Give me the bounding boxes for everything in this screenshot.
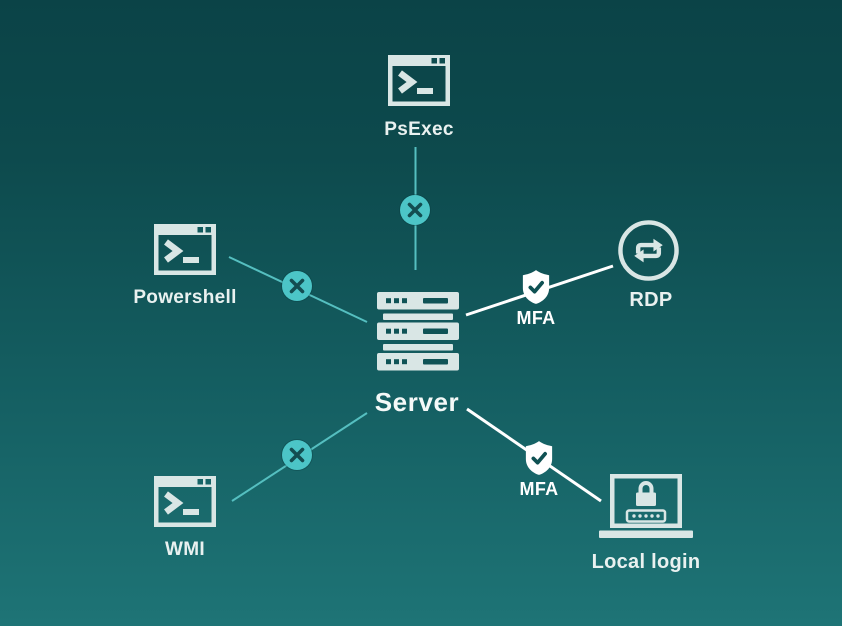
node-server [377, 292, 459, 376]
node-local-login-label: Local login [591, 551, 701, 573]
node-server-label: Server [374, 387, 460, 417]
node-psexec [388, 55, 450, 111]
node-wmi-label: WMI [165, 539, 205, 560]
terminal-window-icon [388, 55, 450, 106]
mfa-badge-rdp-label: MFA [516, 308, 556, 328]
shield-check-icon [525, 441, 553, 475]
node-powershell-label: Powershell [133, 287, 237, 308]
blocked-badge-wmi [282, 440, 312, 470]
node-local-login [599, 474, 693, 543]
terminal-window-icon [154, 476, 216, 527]
mfa-badge-local-login [524, 440, 554, 481]
x-circle-icon [289, 278, 305, 294]
node-wmi [154, 476, 216, 532]
sync-arrows-icon [618, 220, 679, 281]
x-circle-icon [407, 202, 423, 218]
node-rdp-label: RDP [629, 289, 673, 311]
server-rack-icon [377, 292, 459, 371]
node-rdp [617, 219, 680, 287]
laptop-password-lock-icon [599, 474, 693, 538]
blocked-badge-powershell [282, 271, 312, 301]
mfa-badge-local-login-label: MFA [519, 479, 559, 499]
node-psexec-label: PsExec [384, 119, 454, 140]
terminal-window-icon [154, 224, 216, 275]
blocked-badge-psexec [400, 195, 430, 225]
x-circle-icon [289, 447, 305, 463]
mfa-badge-rdp [521, 269, 551, 310]
shield-check-icon [522, 270, 550, 304]
node-powershell [154, 224, 216, 280]
